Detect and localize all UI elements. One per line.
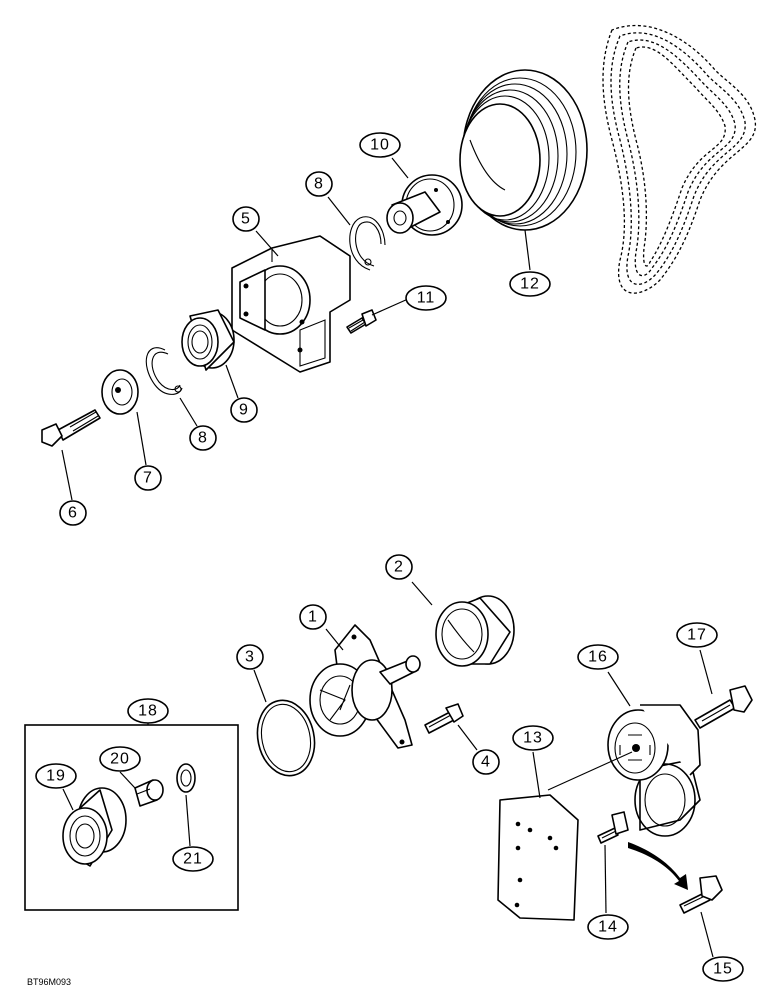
- svg-text:3: 3: [245, 649, 255, 666]
- svg-text:16: 16: [588, 649, 608, 666]
- callout-6: 6: [59, 500, 87, 526]
- o-ring: [256, 699, 316, 777]
- callout-8-lower: 8: [189, 425, 217, 451]
- water-pump: [309, 624, 421, 749]
- callout-21: 21: [172, 846, 214, 872]
- callout-20: 20: [99, 746, 141, 772]
- svg-text:1: 1: [308, 609, 318, 626]
- callout-5: 5: [232, 206, 260, 232]
- bearing-9: [181, 309, 235, 371]
- callout-16: 16: [577, 644, 619, 670]
- svg-text:12: 12: [520, 276, 540, 293]
- svg-text:11: 11: [417, 290, 436, 307]
- svg-text:15: 15: [713, 961, 733, 978]
- idler-pulley-19: [62, 787, 127, 867]
- figure-code: BT96M093: [27, 977, 71, 987]
- crankshaft-pulley: [459, 69, 588, 231]
- callout-11: 11: [405, 285, 447, 311]
- svg-text:8: 8: [198, 430, 208, 447]
- bolt-17: [694, 685, 753, 729]
- spacer-washer-21: [176, 763, 196, 793]
- callout-15: 15: [702, 956, 744, 982]
- washer-7: [101, 369, 139, 415]
- callout-7: 7: [134, 465, 162, 491]
- svg-text:8: 8: [314, 176, 324, 193]
- bolt-15: [628, 842, 723, 914]
- callout-3: 3: [236, 644, 264, 670]
- pulley-hub: [386, 174, 463, 236]
- svg-text:20: 20: [110, 751, 130, 768]
- callout-4: 4: [472, 749, 500, 775]
- tensioner-mounting-plate: [497, 794, 579, 921]
- svg-text:2: 2: [394, 559, 404, 576]
- callout-10: 10: [359, 132, 401, 158]
- snap-ring-upper: [349, 216, 386, 271]
- screw-14: [597, 811, 629, 844]
- svg-text:14: 14: [598, 919, 618, 936]
- serpentine-belt: [602, 25, 756, 294]
- svg-text:5: 5: [241, 211, 251, 228]
- svg-text:4: 4: [481, 754, 491, 771]
- callout-13: 13: [512, 725, 554, 751]
- callout-12: 12: [509, 271, 551, 297]
- svg-text:6: 6: [68, 505, 78, 522]
- svg-text:10: 10: [370, 137, 390, 154]
- callout-18: 18: [127, 698, 169, 724]
- svg-text:13: 13: [523, 730, 543, 747]
- capscrew-4: [424, 703, 464, 734]
- svg-text:7: 7: [143, 470, 153, 487]
- callout-14: 14: [587, 914, 629, 940]
- snap-ring-lower: [145, 347, 183, 395]
- callout-2: 2: [385, 554, 413, 580]
- idler-kit-box: [24, 724, 239, 911]
- svg-text:21: 21: [183, 851, 203, 868]
- svg-text:9: 9: [239, 402, 249, 419]
- bolt-6: [41, 409, 101, 447]
- bolt-20: [134, 779, 164, 807]
- belt-tensioner: [547, 704, 701, 837]
- callout-19: 19: [35, 763, 77, 789]
- leader-lines: [61, 157, 714, 958]
- svg-text:19: 19: [46, 768, 66, 785]
- capscrew-11: [346, 309, 377, 334]
- pump-pulley-cup: [435, 595, 515, 667]
- callout-17: 17: [676, 622, 718, 648]
- callout-8-upper: 8: [305, 171, 333, 197]
- callout-9: 9: [230, 397, 258, 423]
- svg-text:17: 17: [687, 627, 707, 644]
- svg-text:18: 18: [138, 703, 158, 720]
- idler-housing: [231, 235, 351, 373]
- callout-1: 1: [299, 604, 327, 630]
